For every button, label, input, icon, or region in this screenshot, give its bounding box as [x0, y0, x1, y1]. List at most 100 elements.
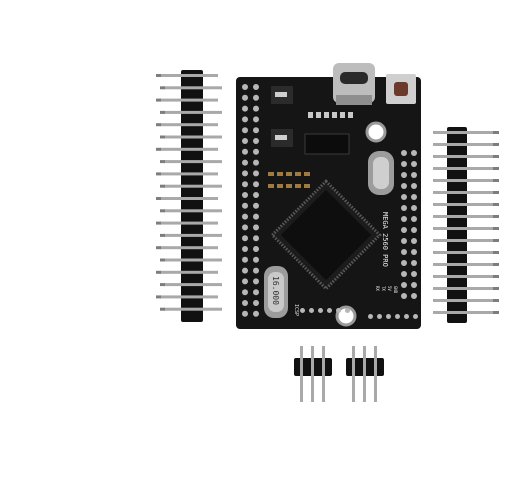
header-pin: [160, 221, 218, 225]
smd-component: [268, 172, 274, 176]
header-pin: [433, 131, 497, 134]
header-pin-tip: [160, 307, 165, 311]
pad: [309, 308, 314, 313]
pad: [253, 170, 259, 177]
header-pin-tip: [493, 155, 499, 158]
header-pin-tip: [160, 184, 165, 188]
pad: [242, 127, 248, 134]
icsp-label: ICSP: [293, 304, 299, 316]
pad: [300, 308, 305, 313]
smd-component: [286, 184, 292, 188]
header-pin: [433, 275, 497, 278]
header-pin-tip: [156, 270, 161, 274]
rx-label: RX: [375, 286, 380, 291]
header-pin: [433, 143, 497, 146]
pad: [401, 150, 407, 156]
right-header-plastic: [447, 127, 467, 323]
header-pin-tip: [160, 160, 165, 164]
header-pin-tip: [493, 263, 499, 266]
pad: [242, 310, 248, 317]
left-pin-header: [156, 70, 222, 322]
header-pin: [433, 251, 497, 254]
header-pin-tip: [156, 123, 161, 127]
header-pin-tip: [493, 179, 499, 182]
header-pin: [164, 307, 222, 311]
header-pin-tip: [493, 275, 499, 278]
header-pin-tip: [493, 203, 499, 206]
header-pin: [433, 299, 497, 302]
header-pin: [352, 346, 355, 402]
pad: [411, 271, 417, 277]
header-pin: [164, 258, 222, 262]
small-header-2: [346, 346, 384, 402]
mega-board: MEGA 2560 PRO 16.000 ICSP RX TX 5V GND: [236, 63, 421, 329]
pad: [413, 314, 418, 319]
header-pin: [160, 74, 218, 77]
header-pin: [160, 295, 218, 299]
header-pin: [160, 197, 218, 200]
header-pin: [160, 246, 218, 250]
pad: [411, 161, 417, 167]
header-pin: [374, 346, 377, 402]
right-pin-header: [433, 127, 499, 323]
pad: [242, 181, 248, 188]
pad: [401, 260, 407, 266]
pad: [253, 105, 259, 112]
header-pin-tip: [160, 86, 165, 90]
pad: [253, 202, 259, 209]
pad: [401, 205, 407, 211]
pad: [411, 282, 417, 288]
pad: [318, 308, 323, 313]
pad: [253, 224, 259, 231]
usb-c-opening: [340, 72, 368, 84]
pad: [401, 172, 407, 178]
header-pin-tip: [160, 110, 165, 114]
pad: [253, 213, 259, 220]
pad: [253, 278, 259, 285]
header-pin: [160, 172, 218, 176]
pad: [242, 159, 248, 166]
pad: [253, 235, 259, 242]
smd-component: [332, 112, 337, 118]
pad: [253, 116, 259, 123]
header-pin-tip: [156, 98, 161, 102]
pad: [411, 150, 417, 156]
header-pin: [160, 123, 218, 127]
pad: [242, 202, 248, 209]
pad: [404, 314, 409, 319]
header-pin: [433, 179, 497, 182]
smd-component: [304, 172, 310, 176]
reset-button-cap: [394, 82, 408, 96]
pad: [253, 289, 259, 296]
pad: [401, 161, 407, 167]
smd-component: [316, 112, 321, 118]
smd-component: [295, 184, 301, 188]
pad: [253, 256, 259, 263]
small-header-1: [294, 346, 332, 402]
pad: [253, 84, 259, 90]
header-pin: [164, 184, 222, 188]
header-pin-tip: [156, 147, 161, 151]
pad: [242, 213, 248, 220]
crystal-top-shine: [373, 157, 389, 189]
pad: [253, 310, 259, 317]
header-pin-tip: [156, 295, 161, 299]
pad: [253, 267, 259, 274]
header-pin-tip: [160, 258, 165, 262]
header-pin: [160, 147, 218, 151]
pad: [336, 308, 341, 313]
pad: [411, 183, 417, 189]
board-pads: [242, 84, 418, 319]
header-pin: [164, 209, 222, 213]
header-pin-tip: [156, 172, 161, 176]
pad: [253, 192, 259, 198]
header-pin: [164, 110, 222, 114]
header-pin-tip: [493, 287, 499, 290]
pad: [242, 84, 248, 90]
pad: [253, 127, 259, 134]
header-pin-tip: [156, 221, 161, 225]
header-pin: [300, 346, 303, 402]
pad: [411, 205, 417, 211]
header-pin: [433, 215, 497, 218]
